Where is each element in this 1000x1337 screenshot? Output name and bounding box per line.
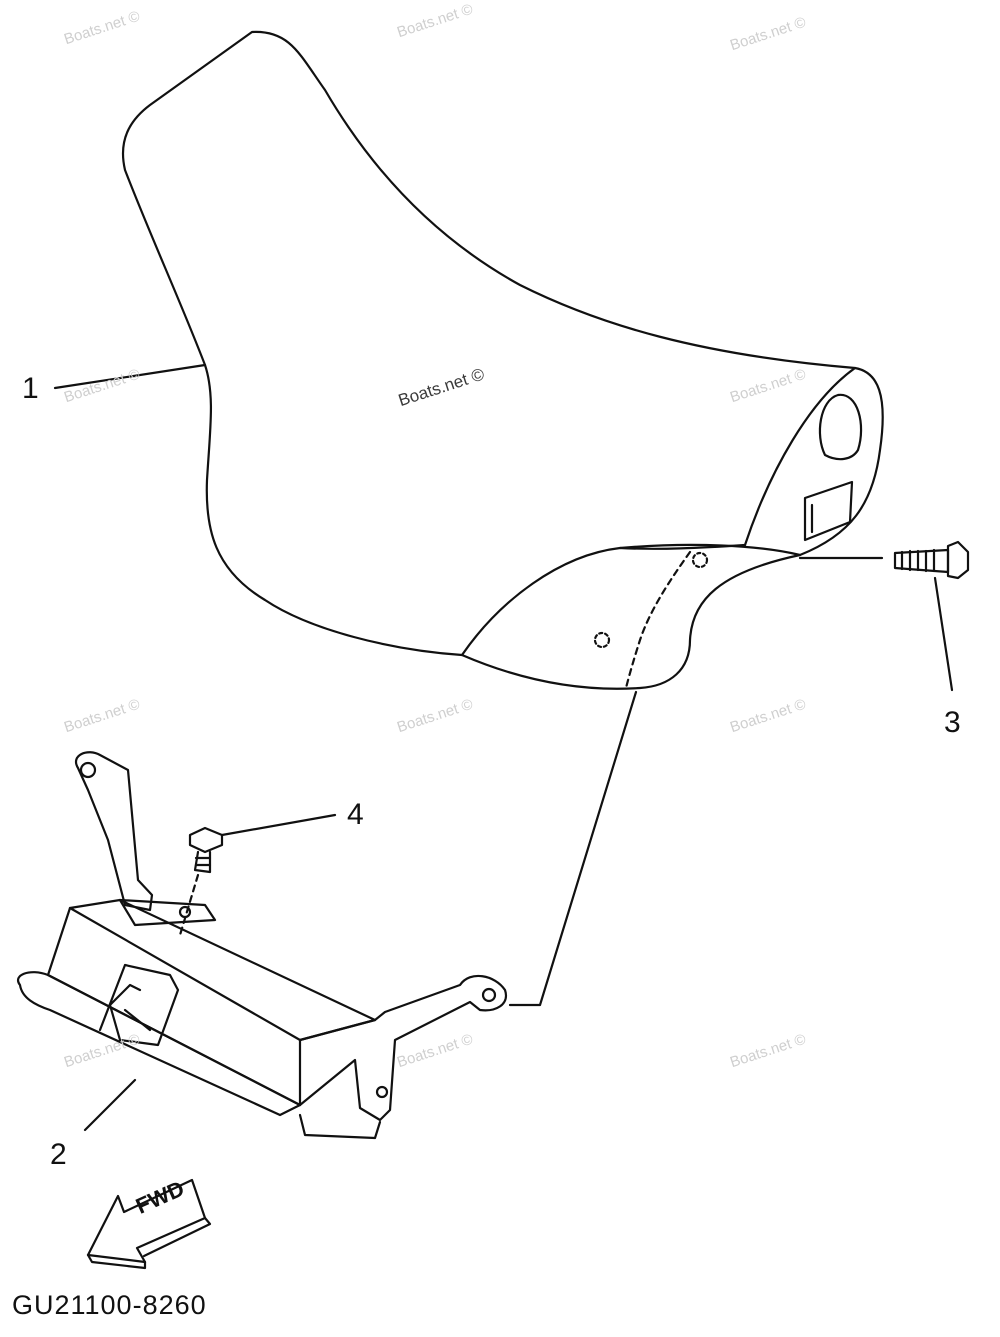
seat-skirt — [460, 553, 802, 690]
callout-4: 4 — [347, 798, 364, 831]
diagram-part-number: GU21100-8260 — [12, 1290, 207, 1320]
seat-hole-lower — [593, 631, 611, 649]
seat-1-leader — [53, 363, 207, 390]
seat-handle-hole — [818, 393, 863, 461]
screw-4-axis — [178, 873, 200, 937]
seat-hole-upper — [691, 551, 709, 569]
bracket-2-leader — [83, 1078, 137, 1132]
fwd-arrow-shape — [86, 1178, 212, 1270]
callout-2: 2 — [50, 1138, 67, 1171]
seat-rear-edge — [743, 366, 857, 547]
bracket-2-drawing — [17, 751, 508, 1140]
screw-4-leader — [220, 813, 337, 837]
seat-skirt-inner — [618, 543, 747, 550]
seat-hidden-line — [624, 550, 692, 690]
seat-latch-window — [803, 480, 854, 542]
callout-3: 3 — [944, 706, 961, 739]
bolt-3-drawing — [893, 540, 970, 580]
seat-outline — [121, 30, 884, 657]
callout-1: 1 — [22, 372, 39, 405]
screw-4-drawing — [188, 826, 224, 874]
seat-to-bracket-line — [508, 690, 638, 1007]
bolt-3-leader — [933, 576, 954, 692]
